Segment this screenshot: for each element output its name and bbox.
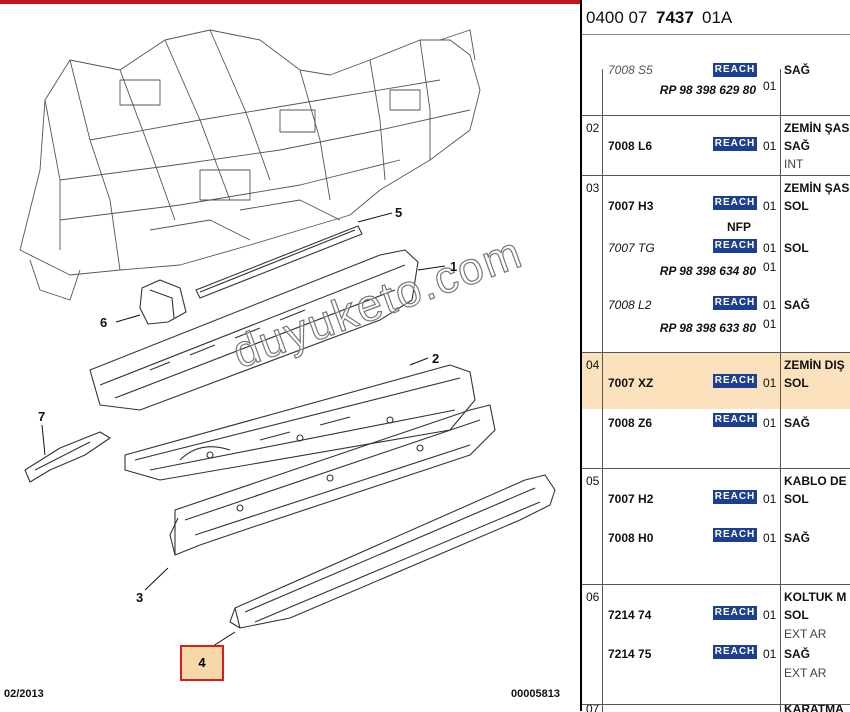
reference-header: 0400 07 7437 01A xyxy=(582,0,850,34)
part-number: 7008 L6 xyxy=(608,139,653,153)
callout-4: 4 xyxy=(198,655,206,670)
part-qty: 01 xyxy=(763,298,777,312)
parts-group-07[interactable]: 07 KARATMA xyxy=(582,704,850,712)
reach-badge: REACH xyxy=(713,239,757,253)
part-subdesc: EXT AR xyxy=(784,666,827,680)
part-qty: 01 xyxy=(763,608,777,622)
part-desc: SOL xyxy=(784,241,809,255)
group-number: 05 xyxy=(586,474,600,488)
reach-badge: REACH xyxy=(713,413,757,427)
nfp-note: NFP xyxy=(727,220,751,234)
part-qty: 01 xyxy=(763,241,777,255)
header-divider xyxy=(582,34,850,35)
part-desc: SAĞ xyxy=(784,531,811,545)
part-4-outer-rocker xyxy=(229,474,556,629)
part-number: 7007 TG xyxy=(608,241,655,255)
reach-badge: REACH xyxy=(713,296,757,310)
top-accent-bar xyxy=(0,0,580,4)
floor-assembly-drawing xyxy=(19,29,481,301)
group-number: 02 xyxy=(586,121,600,135)
reach-badge: REACH xyxy=(713,606,757,620)
callout-2: 2 xyxy=(432,351,440,366)
part-number: 7007 H3 xyxy=(608,199,654,213)
part-desc: SOL xyxy=(784,608,809,622)
rp-qty: 01 xyxy=(763,260,777,274)
parts-list-panel: 0400 07 7437 01A 7008 S5 REACH SAĞ RP 98… xyxy=(580,0,850,712)
parts-group-02[interactable]: 02 ZEMİN ŞAS 7008 L6 REACH 01 SAĞ INT xyxy=(582,115,850,176)
part-number: 7007 H2 xyxy=(608,492,654,506)
part-qty: 01 xyxy=(763,647,777,661)
rp-qty: 01 xyxy=(763,317,777,331)
part-qty: 01 xyxy=(763,376,777,390)
group-title: ZEMİN DIŞ xyxy=(784,358,845,372)
callout-3: 3 xyxy=(136,590,144,605)
part-qty: 01 xyxy=(763,531,777,545)
part-qty: 01 xyxy=(763,139,777,153)
group-title: ZEMİN ŞAS xyxy=(784,181,850,195)
callout-4-highlight[interactable]: 4 xyxy=(180,645,224,681)
callout-6: 6 xyxy=(100,315,108,330)
part-number: 7007 XZ xyxy=(608,376,654,390)
part-2-inner-sill xyxy=(124,364,476,481)
part-5-strip xyxy=(195,225,363,299)
rp-number: RP 98 398 634 80 xyxy=(659,264,756,278)
group-title: ZEMİN ŞAS xyxy=(784,121,850,135)
group-number: 03 xyxy=(586,181,600,195)
exploded-parts-diagram xyxy=(19,29,556,649)
part-qty: 01 xyxy=(763,416,777,430)
callout-7: 7 xyxy=(38,409,46,424)
leader-lines xyxy=(41,212,446,649)
part-desc: SOL xyxy=(784,492,809,506)
reference-suffix: 01A xyxy=(702,8,733,27)
group-title: KOLTUK M xyxy=(784,590,847,604)
group-number: 04 xyxy=(586,358,600,372)
part-desc: SAĞ xyxy=(784,416,811,430)
part-desc: SOL xyxy=(784,199,809,213)
reach-badge: REACH xyxy=(713,645,757,659)
rp-number: RP 98 398 633 80 xyxy=(659,321,756,335)
part-number: 7008 Z6 xyxy=(608,416,653,430)
parts-group-03[interactable]: 03 ZEMİN ŞAS 7007 H3 REACH 01 SOL NFP 70… xyxy=(582,175,850,353)
group-title: KABLO DE xyxy=(784,474,847,488)
part-1-sill-panel xyxy=(89,249,419,411)
part-qty: 01 xyxy=(763,492,777,506)
group-title: KARATMA xyxy=(784,704,844,712)
part-number: 7008 L2 xyxy=(608,298,652,312)
part-6-bracket xyxy=(139,279,187,325)
callout-5: 5 xyxy=(395,205,403,220)
part-7-small-bracket xyxy=(24,431,111,483)
part-subdesc: INT xyxy=(784,157,804,171)
reference-prefix: 0400 07 xyxy=(586,8,648,27)
rp-qty: 01 xyxy=(763,79,777,93)
reach-badge: REACH xyxy=(713,528,757,542)
group-number: 07 xyxy=(586,704,600,712)
part-desc: SOL xyxy=(784,376,809,390)
part-number: 7214 74 xyxy=(608,608,652,622)
rp-number: RP 98 398 629 80 xyxy=(659,83,756,97)
part-number-clipped: 7008 S5 xyxy=(608,63,653,77)
part-number: 7214 75 xyxy=(608,647,652,661)
reach-badge: REACH xyxy=(713,374,757,388)
reference-bold: 7437 xyxy=(656,8,694,27)
part-qty: 01 xyxy=(763,199,777,213)
part-3-inner-rocker xyxy=(169,404,496,556)
part-desc: SAĞ xyxy=(784,647,811,661)
reach-badge: REACH xyxy=(713,490,757,504)
parts-group-04[interactable]: 04 ZEMİN DIŞ 7007 XZ REACH 01 SOL 7008 Z… xyxy=(582,352,850,469)
part-desc: SAĞ xyxy=(784,63,811,77)
part-number: 7008 H0 xyxy=(608,531,654,545)
diagram-code: 00005813 xyxy=(511,688,560,700)
reach-badge: REACH xyxy=(713,196,757,210)
parts-group-partial: 7008 S5 REACH SAĞ RP 98 398 629 80 01 xyxy=(582,63,850,115)
part-desc: SAĞ xyxy=(784,139,811,153)
reach-badge: REACH xyxy=(713,63,757,77)
parts-group-05[interactable]: 05 KABLO DE 7007 H2 REACH 01 SOL 7008 H0… xyxy=(582,468,850,585)
diagram-date: 02/2013 xyxy=(4,688,44,700)
part-subdesc: EXT AR xyxy=(784,627,827,641)
parts-group-06[interactable]: 06 KOLTUK M 7214 74 REACH 01 SOL EXT AR … xyxy=(582,584,850,705)
part-desc: SAĞ xyxy=(784,298,811,312)
group-number: 06 xyxy=(586,590,600,604)
reach-badge: REACH xyxy=(713,137,757,151)
callout-1: 1 xyxy=(450,259,458,274)
